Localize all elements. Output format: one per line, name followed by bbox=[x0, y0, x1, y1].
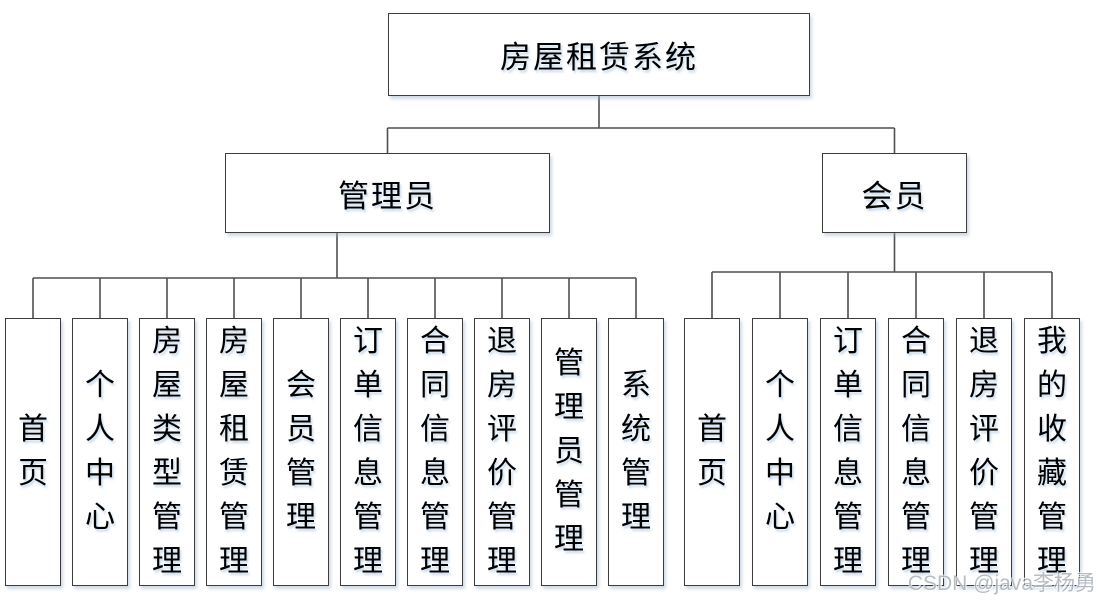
leaf-node-label: 个 人 中 心 bbox=[765, 369, 795, 534]
leaf-node-label: 房 屋 租 赁 管 理 bbox=[219, 325, 249, 578]
leaf-node-admin-6: 合 同 信 息 管 理 bbox=[407, 318, 463, 586]
root-node-system: 房屋租赁系统 bbox=[388, 13, 810, 96]
leaf-node-label: 房 屋 类 型 管 理 bbox=[152, 325, 182, 578]
leaf-node-label: 订 单 信 息 管 理 bbox=[353, 325, 383, 578]
leaf-node-admin-5: 订 单 信 息 管 理 bbox=[340, 318, 396, 586]
leaf-node-admin-2: 房 屋 类 型 管 理 bbox=[139, 318, 195, 586]
watermark-text: CSDN @java李杨勇 bbox=[907, 572, 1096, 595]
branch-node-admin: 管理员 bbox=[225, 153, 550, 233]
leaf-node-member-1: 个 人 中 心 bbox=[752, 318, 808, 586]
leaf-node-label: 首 页 bbox=[18, 413, 48, 490]
leaf-node-member-0: 首 页 bbox=[684, 318, 740, 586]
leaf-node-member-3: 合 同 信 息 管 理 bbox=[888, 318, 944, 586]
leaf-node-label: 个 人 中 心 bbox=[85, 369, 115, 534]
root-node-label: 房屋租赁系统 bbox=[500, 40, 698, 75]
leaf-node-label: 合 同 信 息 管 理 bbox=[901, 325, 931, 578]
tree-connector-path bbox=[32, 96, 1053, 318]
leaf-node-admin-4: 会 员 管 理 bbox=[273, 318, 329, 586]
leaf-node-label: 合 同 信 息 管 理 bbox=[420, 325, 450, 578]
leaf-node-label: 系 统 管 理 bbox=[621, 369, 651, 534]
leaf-node-admin-8: 管 理 员 管 理 bbox=[541, 318, 597, 586]
leaf-node-member-5: 我 的 收 藏 管 理 bbox=[1024, 318, 1080, 586]
leaf-node-admin-1: 个 人 中 心 bbox=[72, 318, 128, 586]
leaf-node-admin-0: 首 页 bbox=[5, 318, 61, 586]
leaf-node-label: 退 房 评 价 管 理 bbox=[969, 325, 999, 578]
leaf-node-member-4: 退 房 评 价 管 理 bbox=[956, 318, 1012, 586]
leaf-node-admin-9: 系 统 管 理 bbox=[608, 318, 664, 586]
leaf-node-admin-7: 退 房 评 价 管 理 bbox=[474, 318, 530, 586]
branch-node-admin-label: 管理员 bbox=[338, 178, 437, 214]
leaf-node-member-2: 订 单 信 息 管 理 bbox=[820, 318, 876, 586]
branch-node-member-label: 会员 bbox=[861, 178, 928, 214]
leaf-node-label: 订 单 信 息 管 理 bbox=[833, 325, 863, 578]
leaf-node-label: 会 员 管 理 bbox=[286, 369, 316, 534]
leaf-node-label: 我 的 收 藏 管 理 bbox=[1037, 325, 1067, 578]
branch-node-member: 会员 bbox=[822, 153, 967, 233]
leaf-node-label: 管 理 员 管 理 bbox=[554, 347, 584, 556]
leaf-node-admin-3: 房 屋 租 赁 管 理 bbox=[206, 318, 262, 586]
leaf-node-label: 退 房 评 价 管 理 bbox=[487, 325, 517, 578]
leaf-node-label: 首 页 bbox=[697, 413, 727, 490]
